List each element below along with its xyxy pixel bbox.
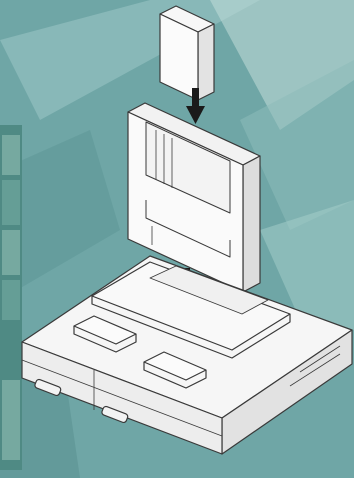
game-pak-card [160, 6, 214, 100]
side-panel-tile [2, 180, 20, 225]
side-panel-tile [2, 230, 20, 275]
side-panel-tile [2, 280, 20, 320]
side-panel-tile [2, 380, 20, 460]
side-panel-tile [2, 135, 20, 175]
